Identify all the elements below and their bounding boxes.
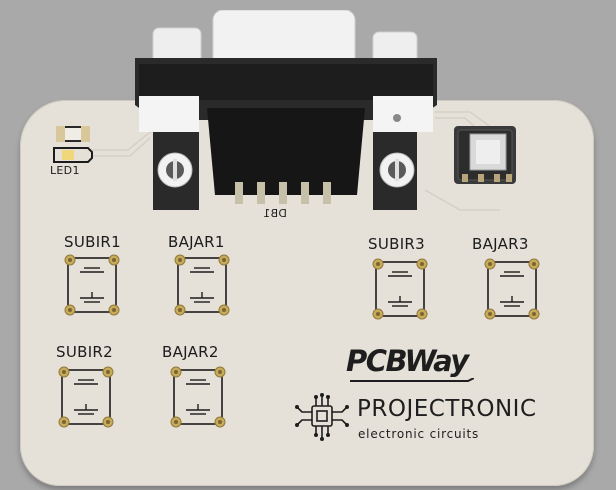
bajar1-label: BAJAR1: [168, 233, 225, 251]
db9-connector-icon: [135, 10, 437, 215]
bajar1-button[interactable]: [172, 252, 232, 318]
connector-label: DB1: [263, 207, 287, 220]
pcbway-logo: PCBWay: [346, 344, 469, 378]
company-tagline: electronic circuits: [358, 427, 480, 441]
bajar2-button[interactable]: [168, 364, 228, 430]
subir2-button[interactable]: [56, 364, 116, 430]
subir2-label: SUBIR2: [56, 343, 113, 361]
subir1-label: SUBIR1: [64, 233, 121, 251]
subir3-button[interactable]: [370, 256, 430, 322]
subir3-label: SUBIR3: [368, 235, 425, 253]
led-icon: [52, 122, 94, 164]
pcbway-underline: [350, 378, 474, 382]
bajar3-button[interactable]: [482, 256, 542, 322]
chip-icon: [292, 392, 352, 446]
tactile-switch-icon: [450, 122, 520, 188]
bajar3-label: BAJAR3: [472, 235, 529, 253]
company-name: PROJECTRONIC: [357, 396, 537, 422]
bajar2-label: BAJAR2: [162, 343, 219, 361]
led-label: LED1: [50, 164, 80, 177]
subir1-button[interactable]: [62, 252, 122, 318]
